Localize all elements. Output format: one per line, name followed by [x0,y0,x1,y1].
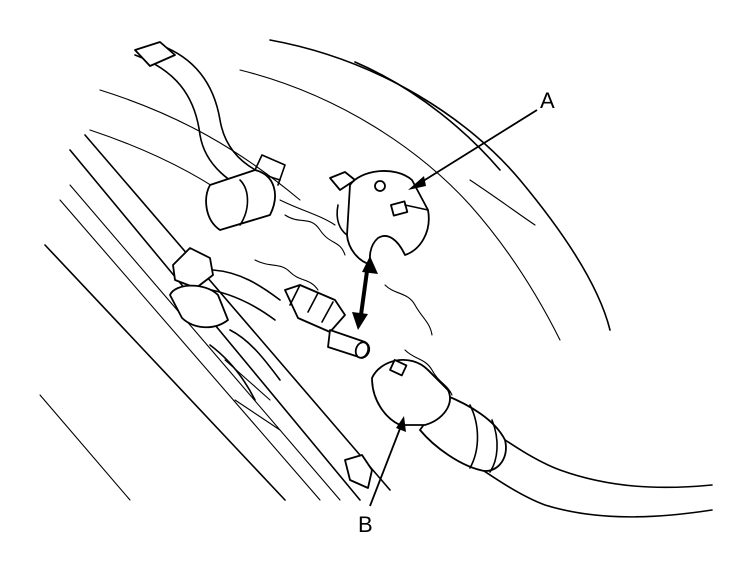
lower-bracket [344,454,373,489]
quick-connector [284,284,371,359]
break-lines [254,214,453,396]
leader-lines [369,109,538,507]
fuel-hose-b [371,359,713,518]
body-panel-contours [239,39,611,341]
label-b: B [358,512,373,537]
upper-cable [134,41,336,231]
hose-clamp-a [329,170,430,266]
disconnect-arrow [352,256,378,330]
lower-harness [169,247,281,431]
label-a: A [540,88,555,113]
